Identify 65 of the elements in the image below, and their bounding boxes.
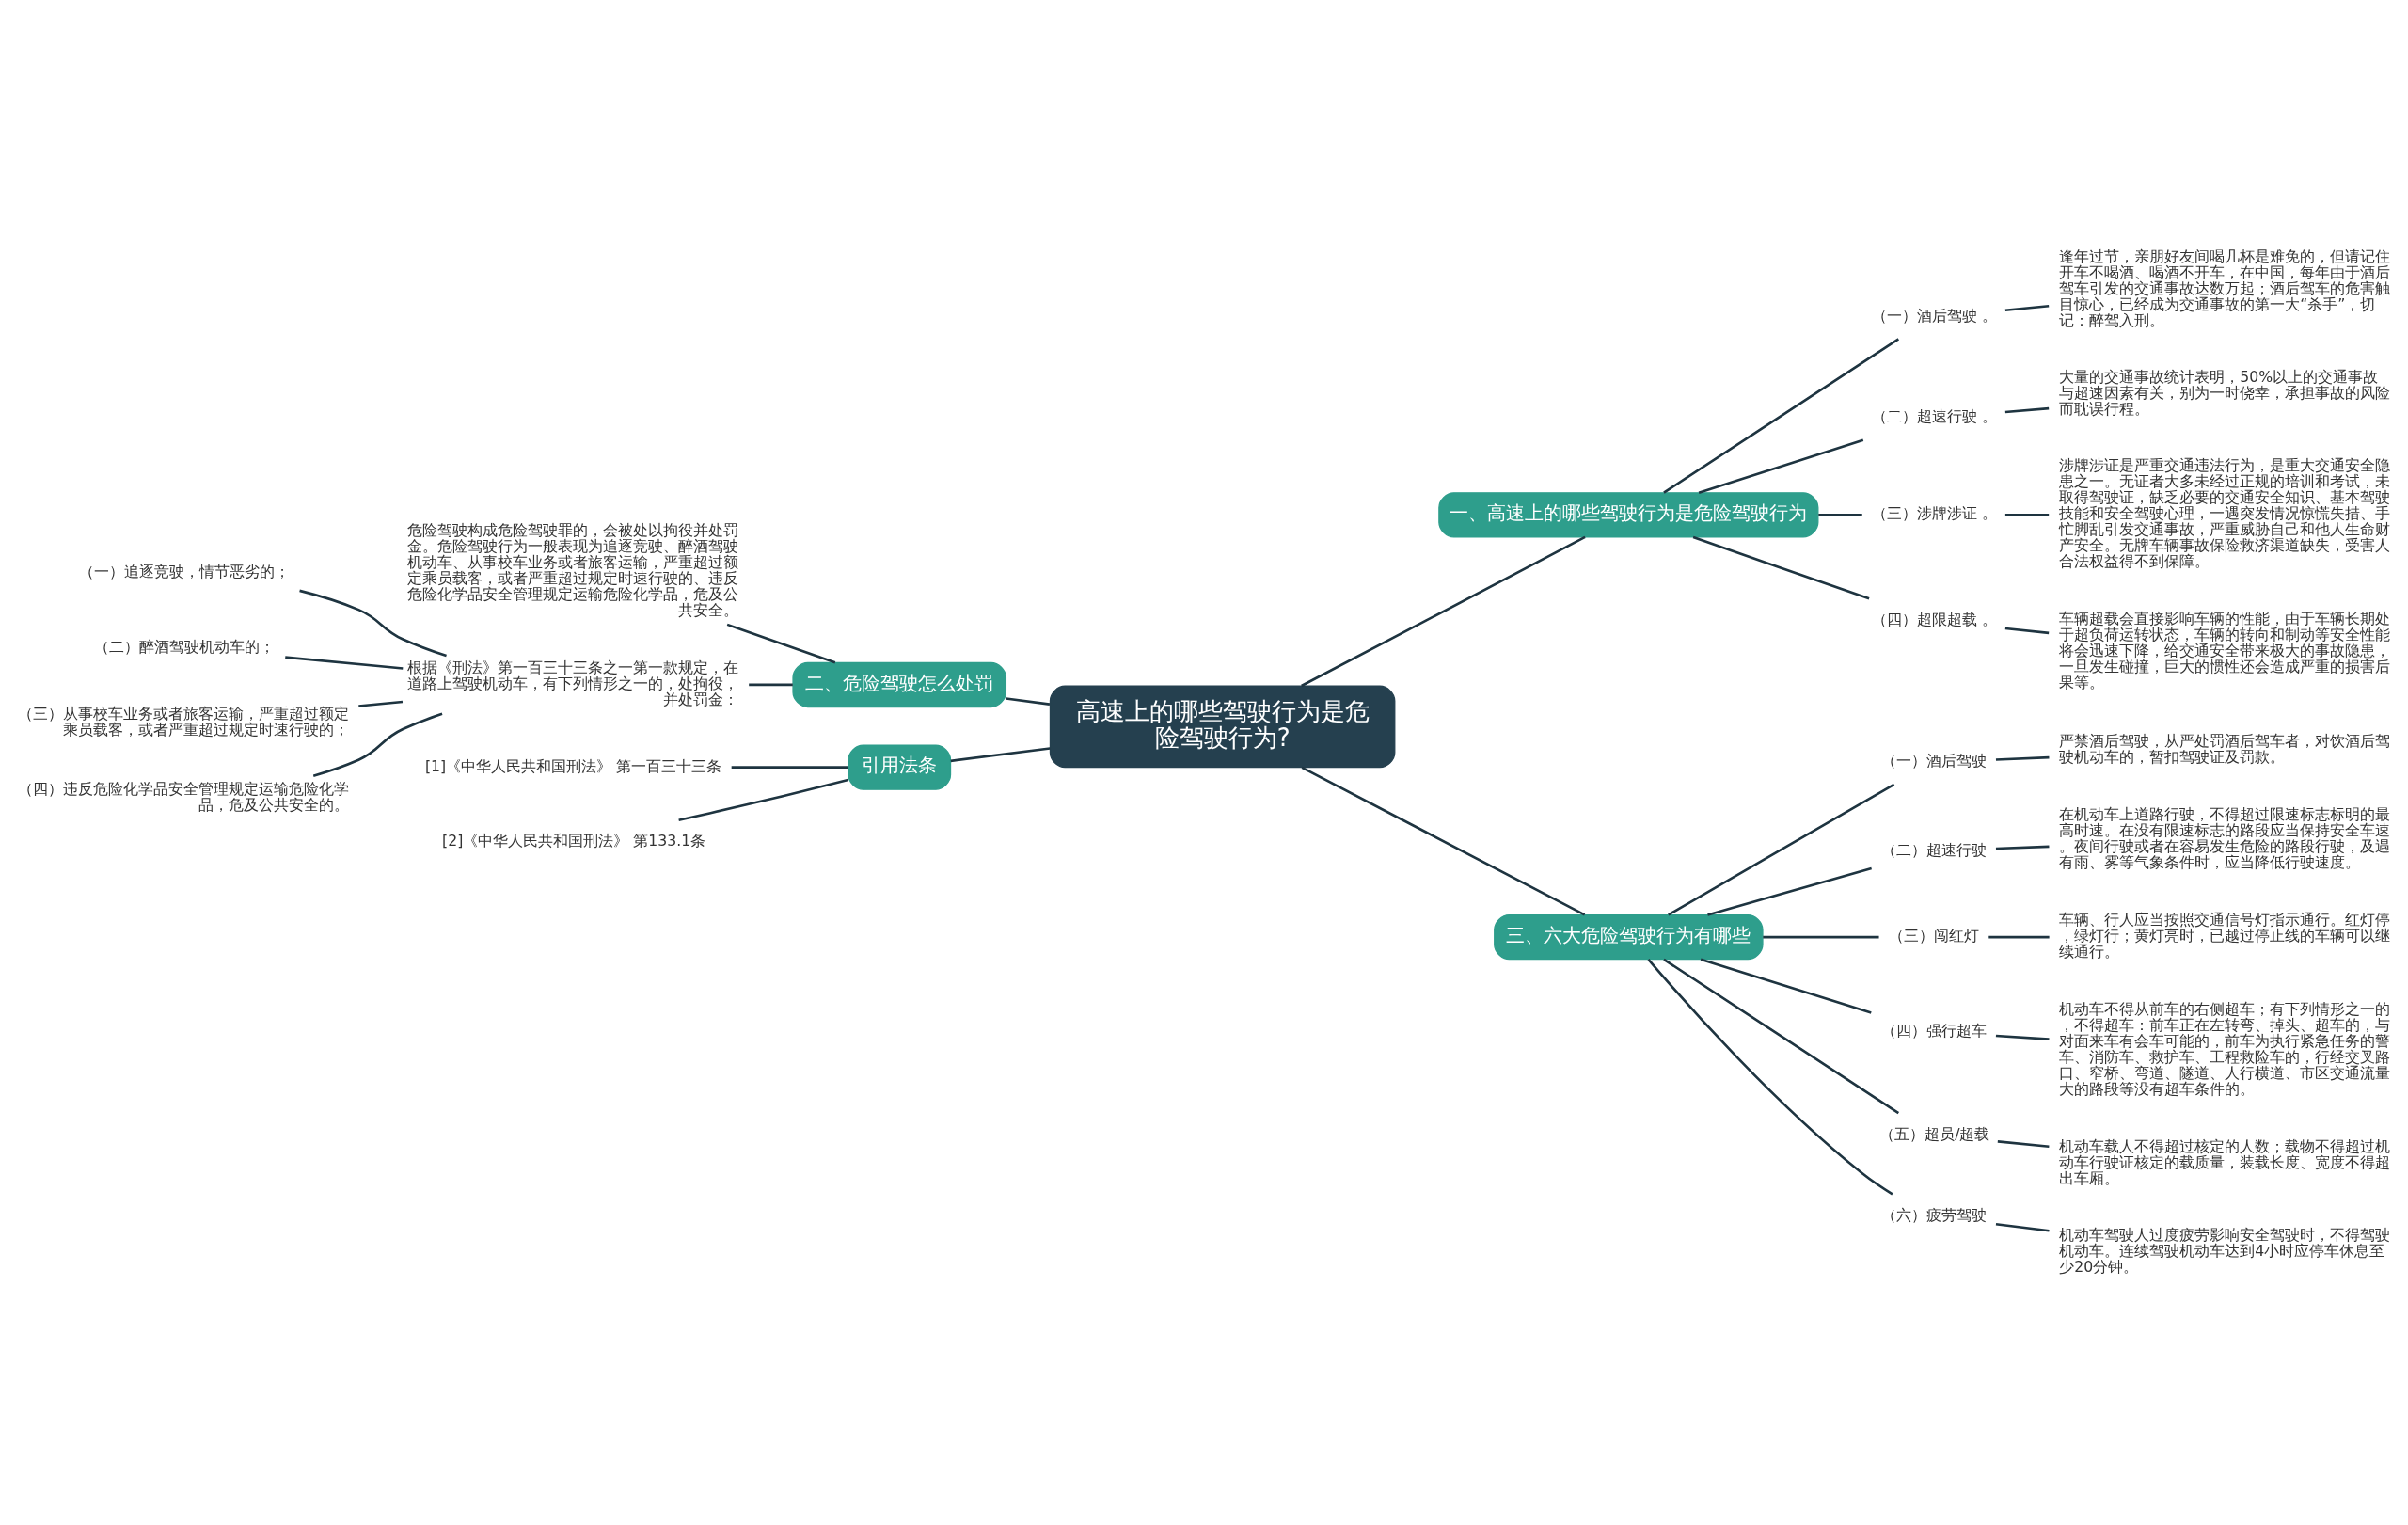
connector xyxy=(2004,406,2050,413)
node-box: 引用法条 xyxy=(848,743,952,790)
connector xyxy=(1700,958,1872,1014)
connector xyxy=(1668,783,1895,916)
node-text: 车辆超载会直接影响车辆的性能，由于车辆长期处于超负荷运转状态，车辆的转向和制动等安全性能将会迅速下降，给交通安全带来极大的事故隐患，一旦发生碰撞，巨大的惯性还会造成严重的损害后果等。 xyxy=(2059,609,2391,691)
node-box: 高速上的哪些驾驶行为是危险驾驶行为? xyxy=(1049,685,1396,768)
connector xyxy=(1663,958,1900,1114)
node-text: （三）闯红灯 xyxy=(1889,926,1980,945)
node-text: 危险驾驶构成危险驾驶罪的，会被处以拘役并处罚金。危险驾驶行为一般表现为追逐竞驶、醉酒驾驶机动车、从事校车业务或者旅客运输，严重超过额定乘员载客，或者严重超过规定时速行驶的、违反危险化学品安全管理规定运输危险化学品，危及公共安全。 xyxy=(407,520,739,619)
node-text: [2]《中华人民共和国刑法》 第133.1条 xyxy=(442,831,706,850)
connector xyxy=(1692,535,1870,600)
node-text: [1]《中华人民共和国刑法》 第一百三十三条 xyxy=(424,756,722,775)
node-text: （二）超速行驶 。 xyxy=(1872,406,1998,425)
connector xyxy=(726,623,836,664)
node-text: 机动车驾驶人过度疲劳影响安全驾驶时，不得驾驶机动车。连续驾驶机动车达到4小时应停车休息至少20分钟。 xyxy=(2059,1225,2391,1276)
node-text: 机动车载人不得超过核定的人数；载物不得超过机动车行驶证核定的载质量，装载长度、宽度不得超出车厢。 xyxy=(2059,1136,2391,1187)
connector xyxy=(1006,696,1051,706)
connector xyxy=(1301,535,1586,687)
connector xyxy=(2004,304,2050,311)
node-text: （二）超速行驶 xyxy=(1881,840,1988,859)
node-box: 一、高速上的哪些驾驶行为是危险驾驶行为 xyxy=(1438,491,1819,538)
node-text: （一）酒后驾驶 xyxy=(1881,751,1988,770)
connector xyxy=(731,765,848,769)
node-text: 逢年过节，亲朋好友间喝几杯是难免的，但请记住开车不喝酒、喝酒不开车，在中国，每年由于酒后驾车引发的交通事故达数万起；酒后驾车的危害触目惊心，已经成为交通事故的第一大“杀手”，切记：醉驾入刑。 xyxy=(2059,246,2391,329)
node-text: 根据《刑法》第一百三十三条之一第一款规定，在道路上驾驶机动车，有下列情形之一的，处拘役，并处罚金： xyxy=(407,658,739,708)
connector xyxy=(312,712,443,777)
node-text: （五）超员/超载 xyxy=(1879,1124,1990,1143)
connector xyxy=(1763,935,1879,938)
node-text: （三）从事校车业务或者旅客运输，严重超过额定乘员载客，或者严重超过规定时速行驶的； xyxy=(17,704,349,739)
node-text: （四）强行超车 xyxy=(1881,1021,1988,1040)
connector xyxy=(1995,845,2050,850)
node-text: 涉牌涉证是严重交通违法行为，是重大交通安全隐患之一。无证者大多未经过正规的培训和考试，未取得驾驶证，缺乏必要的交通安全知识、基本驾驶技能和安全驾驶心理，一遇突发情况惊慌失措、手忙脚乱引发交通事故，严重威胁自己和他人生命财产安全。无牌车辆事故保险救济渠道缺失，受害人合法权益得不到保障。 xyxy=(2059,455,2391,570)
connector xyxy=(1818,513,1862,516)
connector xyxy=(678,778,848,821)
node-text: （一）酒后驾驶 。 xyxy=(1872,306,1998,325)
node-text: 在机动车上道路行驶，不得超过限速标志标明的最高时速。在没有限速标志的路段应当保持安全车速。夜间行驶或者在容易发生危险的路段行驶，及遇有雨、雾等气象条件时，应当降低行驶速度。 xyxy=(2059,804,2391,871)
node-text: （四）超限超载 。 xyxy=(1872,610,1998,628)
connector xyxy=(2004,513,2050,516)
connector xyxy=(1988,935,2050,938)
connector xyxy=(299,589,447,657)
connector xyxy=(950,746,1051,762)
node-text: （六）疲劳驾驶 xyxy=(1881,1205,1988,1224)
node-text: （二）醉酒驾驶机动车的； xyxy=(94,637,276,656)
node-text: （四）违反危险化学品安全管理规定运输危险化学品，危及公共安全的。 xyxy=(17,779,349,814)
node-text: 机动车不得从前车的右侧超车；有下列情形之一的，不得超车：前车正在左转弯、掉头、超车的，与对面来车有会车可能的，前车为执行紧急任务的警车、消防车、救护车、工程救险车的，行经交叉路口、窄桥、弯道、隧道、人行横道、市区交通流量大的路段等没有超车条件的。 xyxy=(2059,999,2391,1098)
node-text: 大量的交通事故统计表明，50%以上的交通事故与超速因素有关，别为一时侥幸，承担事故的风险而耽误行程。 xyxy=(2059,367,2391,418)
connector xyxy=(2004,627,2050,634)
node-box: 二、危险驾驶怎么处罚 xyxy=(792,661,1007,707)
connector xyxy=(1698,437,1864,494)
connector xyxy=(1707,866,1872,916)
node-text: （一）追逐竞驶，情节恶劣的； xyxy=(78,562,290,580)
node-text: （三）涉牌涉证 。 xyxy=(1872,503,1998,522)
connector xyxy=(1647,958,1893,1195)
connector xyxy=(358,700,404,707)
node-box: 三、六大危险驾驶行为有哪些 xyxy=(1494,913,1764,960)
connector xyxy=(1301,766,1586,916)
connector xyxy=(1995,755,2050,761)
connector xyxy=(285,655,404,670)
connector xyxy=(1663,337,1900,494)
connector xyxy=(749,683,793,686)
node-text: 车辆、行人应当按照交通信号灯指示通行。红灯停，绿灯行；黄灯亮时，已越过停止线的车辆可以继续通行。 xyxy=(2059,910,2391,961)
node-text: 严禁酒后驾驶，从严处罚酒后驾车者，对饮酒后驾驶机动车的，暂扣驾驶证及罚款。 xyxy=(2059,731,2391,766)
connector xyxy=(1995,1034,2050,1040)
connector xyxy=(1995,1222,2050,1232)
connector xyxy=(1997,1139,2050,1148)
